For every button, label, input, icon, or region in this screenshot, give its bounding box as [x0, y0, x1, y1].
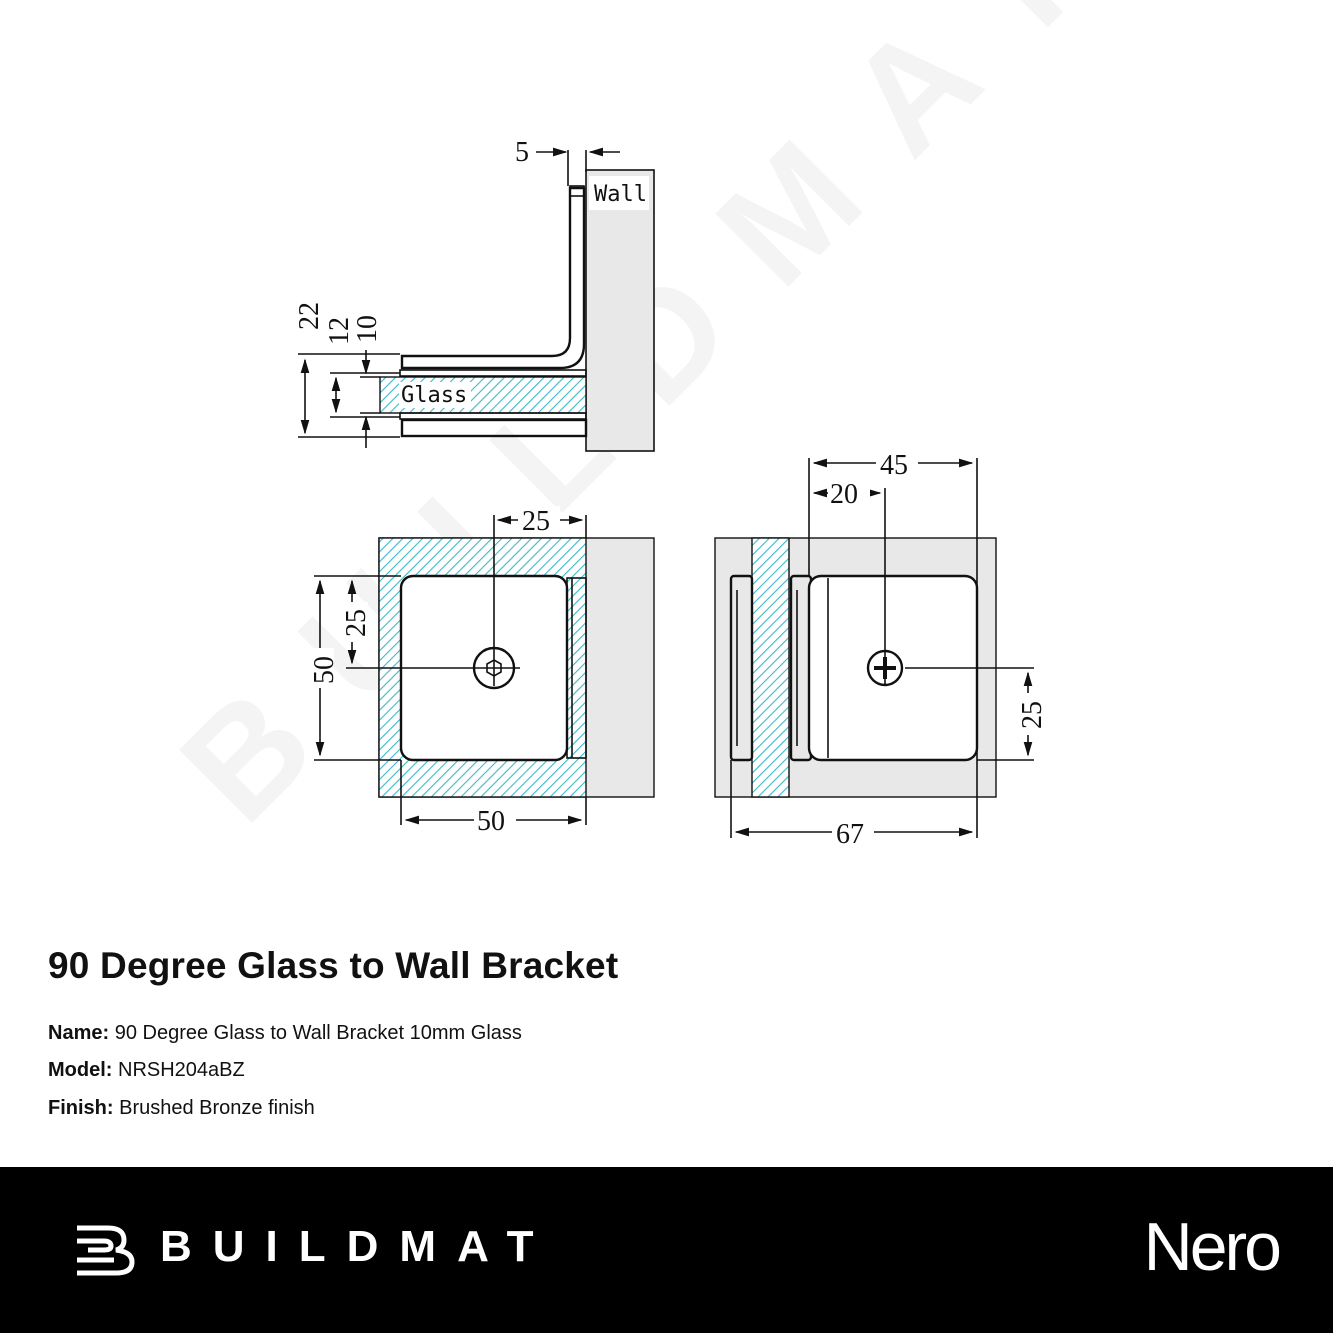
dim-hole-from-edge: 25: [522, 506, 550, 537]
wall-label: Wall: [594, 182, 647, 207]
technical-drawing: BUILDMAT Wall Glass 5 22 12 10: [149, 0, 1153, 853]
footer-brand: BUILDMAT: [160, 1222, 555, 1271]
bracket-arm: [400, 186, 586, 370]
wall-view: 45 20 25 67: [714, 450, 1048, 850]
spec-name-value: 90 Degree Glass to Wall Bracket 10mm Gla…: [114, 1022, 522, 1044]
buildmat-logo-icon: [77, 1225, 135, 1276]
dim-width: 50: [477, 806, 505, 837]
spec-name-label: Name:: [48, 1022, 110, 1044]
dim-glass-slot: 12: [324, 317, 355, 345]
glass-edge: [751, 537, 790, 798]
dim-overall: 67: [836, 819, 864, 850]
spec-finish: Finish: Brushed Bronze finish: [48, 1097, 315, 1120]
dim-glass: 10: [352, 315, 383, 343]
wall-block: [585, 169, 655, 452]
dim-hole-height: 25: [341, 609, 372, 637]
footer-bar: [0, 1167, 1333, 1333]
spec-model: Model: NRSH204aBZ: [48, 1059, 245, 1082]
side-view: Wall Glass 5 22 12 10: [294, 137, 655, 452]
spec-finish-value: Brushed Bronze finish: [119, 1097, 315, 1119]
dim-height: 50: [309, 656, 340, 684]
spec-model-label: Model:: [48, 1059, 113, 1081]
footer-partner-logo: Nero: [1143, 1209, 1282, 1285]
glass-label: Glass: [401, 383, 467, 408]
spec-name: Name: 90 Degree Glass to Wall Bracket 10…: [48, 1022, 522, 1045]
dim-hole-offset: 20: [830, 479, 858, 510]
product-title: 90 Degree Glass to Wall Bracket: [48, 945, 619, 986]
front-view: 25 50 25 50: [306, 506, 655, 837]
dim-total-depth: 45: [880, 450, 908, 481]
dim-wall-hole-height: 25: [1017, 701, 1048, 729]
dim-total: 22: [294, 302, 325, 330]
spec-model-value: NRSH204aBZ: [118, 1059, 245, 1081]
spec-finish-label: Finish:: [48, 1097, 114, 1119]
dim-top-gap: 5: [515, 137, 529, 168]
